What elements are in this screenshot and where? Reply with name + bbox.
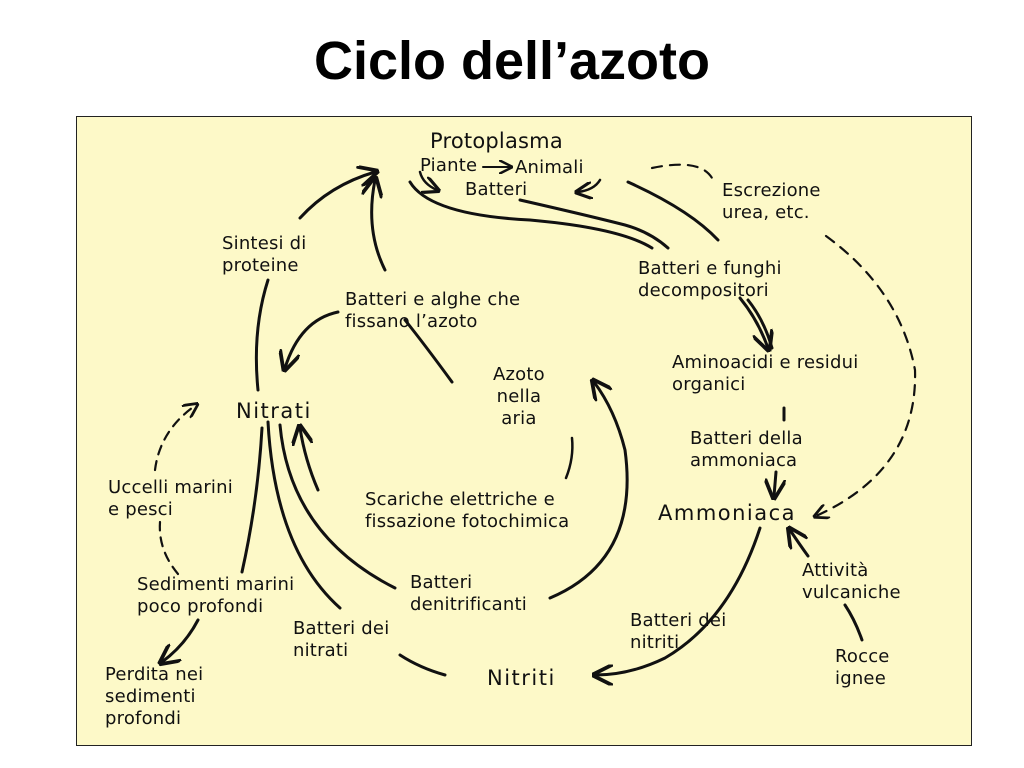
node-escrezione: Escrezione urea, etc. bbox=[722, 180, 821, 223]
arrow-attivita-ammoniaca bbox=[790, 530, 810, 558]
arrow-piante-batteri bbox=[418, 170, 437, 190]
arrow-decompositori-aminoacidi bbox=[738, 296, 768, 348]
node-batteri-alghe: Batteri e alghe che fissano l’azoto bbox=[345, 289, 521, 332]
node-aminoacidi: Aminoacidi e residui organici bbox=[672, 352, 859, 395]
node-scariche: Scariche elettriche e fissazione fotochi… bbox=[365, 489, 570, 532]
node-uccelli: Uccelli marini e pesci bbox=[108, 477, 233, 520]
node-animali: Animali bbox=[515, 157, 584, 178]
arrow-sedimenti-perdita bbox=[162, 618, 200, 662]
arrow-proto-decompositori-1 bbox=[408, 180, 654, 250]
line-sedimenti-uccelli bbox=[158, 520, 180, 576]
arrow-nitrati-nitriti bbox=[398, 653, 447, 677]
arrow-aminoacidi-ammoniaca bbox=[774, 470, 776, 496]
arrow-proto-escrezione bbox=[650, 163, 714, 180]
node-ammoniaca: Ammoniaca bbox=[658, 501, 797, 525]
node-perdita: Perdita nei sedimenti profondi bbox=[105, 664, 204, 729]
node-nitriti: Nitriti bbox=[487, 666, 556, 690]
node-azoto-aria: Azoto nella aria bbox=[493, 364, 545, 429]
node-nitrati: Nitrati bbox=[236, 399, 312, 423]
node-batteri-ammoniaca: Batteri della ammoniaca bbox=[690, 428, 803, 471]
arrow-azoto-alghe bbox=[403, 318, 454, 384]
node-batteri-nitrati: Batteri dei nitrati bbox=[293, 618, 390, 661]
line-scariche-azoto bbox=[564, 436, 574, 480]
arrow-animali-batteri bbox=[578, 178, 602, 192]
arrow-proto-decompositori-3 bbox=[626, 180, 720, 242]
arrow-sintesi-protoplasma bbox=[298, 172, 375, 220]
node-protoplasma: Protoplasma bbox=[430, 129, 563, 153]
arrow-alghe-nitrati bbox=[285, 310, 340, 368]
arrow-nitrati-sintesi bbox=[254, 278, 270, 392]
node-batteri-denitrificanti: Batteri denitrificanti bbox=[410, 572, 527, 615]
node-piante: Piante bbox=[420, 155, 478, 176]
node-attivita-vulcaniche: Attività vulcaniche bbox=[802, 560, 901, 603]
node-rocce-ignee: Rocce ignee bbox=[835, 646, 890, 689]
arrow-ammoniaca-nitriti bbox=[596, 526, 762, 675]
node-sintesi-proteine: Sintesi di proteine bbox=[222, 233, 307, 276]
node-sedimenti: Sedimenti marini poco profondi bbox=[137, 574, 295, 617]
arrow-escrezione-ammoniaca bbox=[816, 234, 917, 516]
arrow-proto-decompositori-2 bbox=[518, 198, 670, 250]
arrow-alghe-protoplasma bbox=[372, 180, 387, 272]
arrow-decompositori-aminoacidi-2 bbox=[746, 298, 774, 350]
arrow-nitrati-up bbox=[300, 428, 320, 492]
arrow-denitrificanti-azoto bbox=[548, 382, 629, 600]
node-batteri: Batteri bbox=[465, 179, 528, 200]
arrow-uccelli-nitrati bbox=[153, 405, 196, 472]
arrow-rocce-attivita bbox=[843, 603, 864, 642]
node-batteri-nitriti: Batteri dei nitriti bbox=[630, 610, 727, 653]
node-batteri-funghi: Batteri e funghi decompositori bbox=[638, 258, 782, 301]
line-nitrati-sedimenti bbox=[240, 426, 264, 574]
page-title: Ciclo dell’azoto bbox=[313, 31, 711, 91]
arrow-nitrati-curve-2 bbox=[278, 423, 397, 590]
arrow-nitrati-curve-1 bbox=[266, 420, 342, 610]
